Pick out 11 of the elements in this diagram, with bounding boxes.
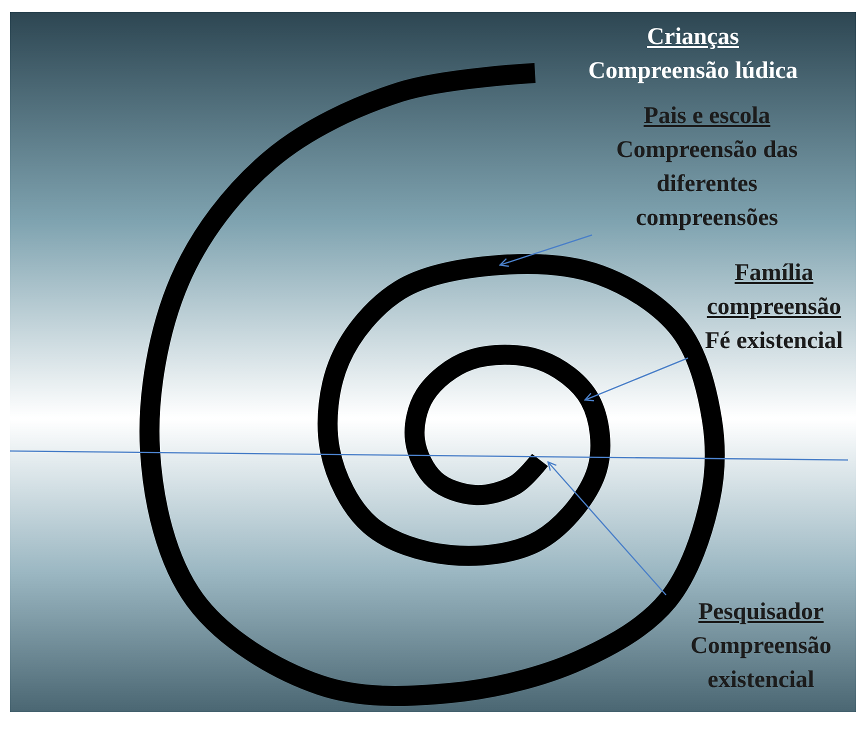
- heading-text: Pais e escola: [642, 102, 772, 131]
- heading-text: Pesquisador: [697, 598, 825, 627]
- description-text: Compreensão existencial: [690, 632, 832, 695]
- description-text: Compreensão das diferentes compreensões: [615, 136, 799, 233]
- heading-text: Família compreensão: [706, 259, 842, 322]
- description-text: Compreensão lúdica: [587, 57, 799, 86]
- arrow: [547, 461, 666, 596]
- arrow: [584, 357, 688, 402]
- description-text: Fé existencial: [704, 327, 844, 356]
- arrow: [499, 234, 592, 267]
- heading-text: Crianças: [646, 23, 740, 52]
